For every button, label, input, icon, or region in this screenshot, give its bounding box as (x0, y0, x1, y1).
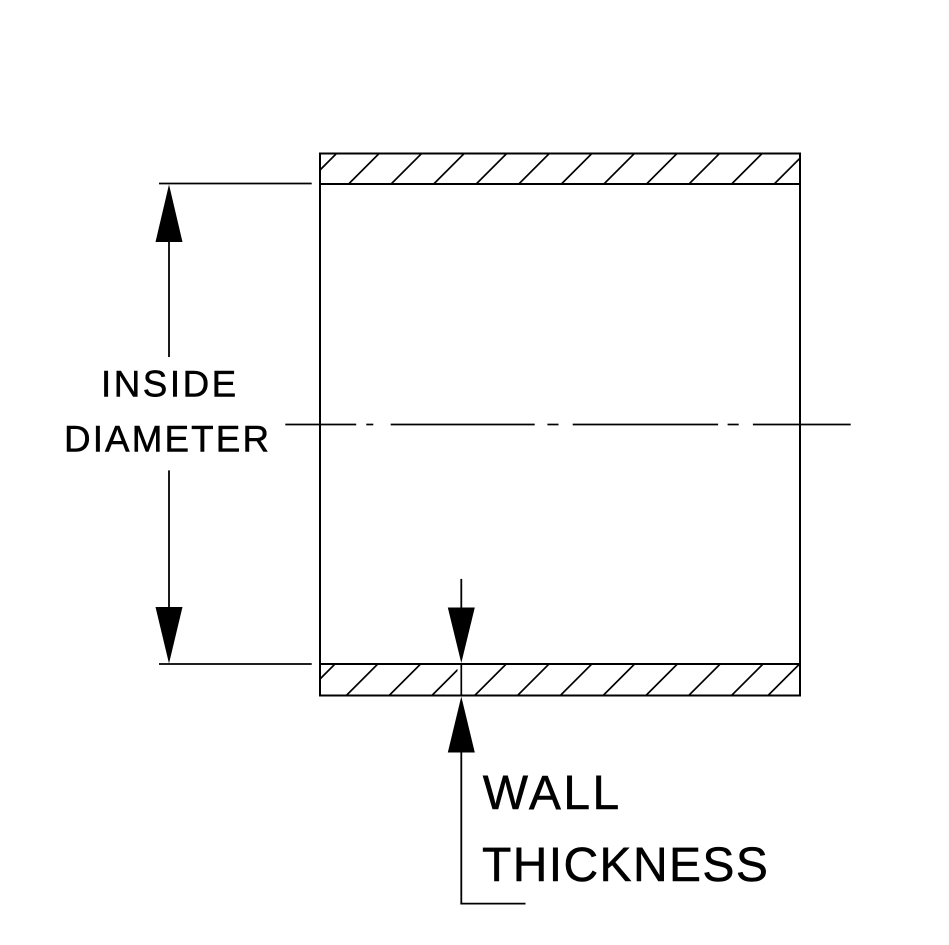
svg-text:WALL: WALL (483, 767, 622, 820)
svg-text:DIAMETER: DIAMETER (64, 418, 271, 459)
svg-text:INSIDE: INSIDE (101, 364, 239, 405)
svg-text:THICKNESS: THICKNESS (482, 839, 769, 892)
